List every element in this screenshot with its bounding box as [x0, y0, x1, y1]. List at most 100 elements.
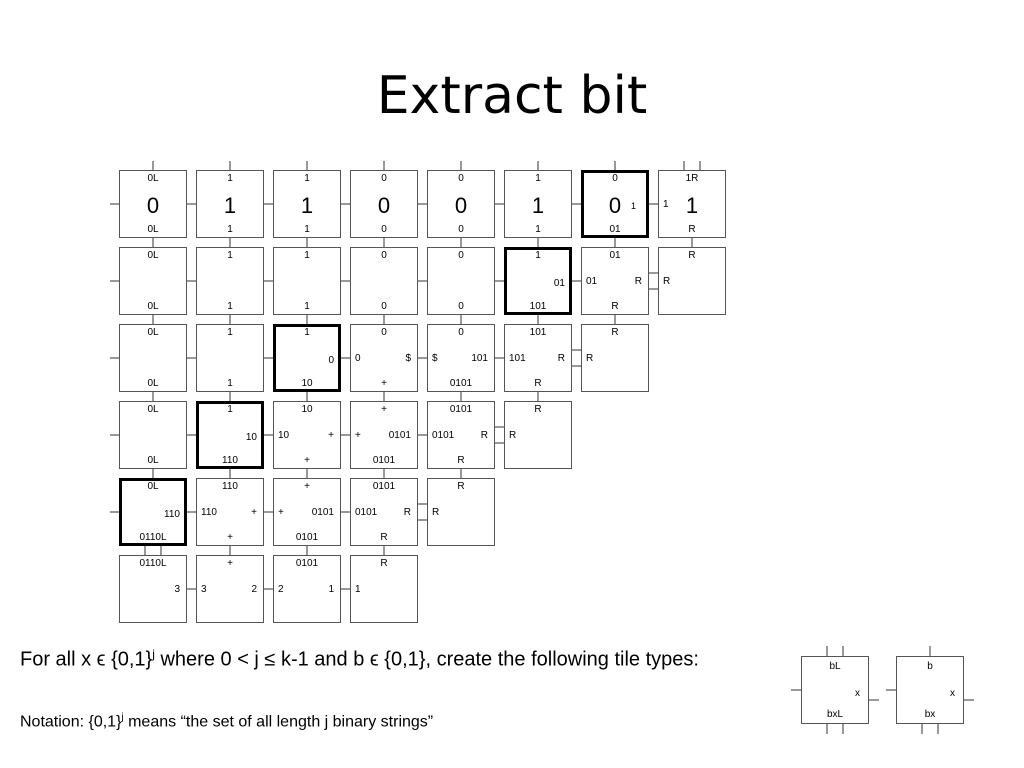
- south-glue-label: 10: [301, 378, 313, 389]
- west-glue-label: 110: [201, 507, 217, 518]
- north-glue-label: 0L: [147, 481, 159, 492]
- north-glue-label: 0L: [147, 327, 159, 338]
- east-glue-label: x: [855, 688, 860, 699]
- north-glue-label: b: [927, 661, 933, 672]
- west-glue-label: 1: [663, 199, 669, 210]
- north-glue-label: R: [611, 327, 619, 338]
- bit-value: 1: [531, 193, 545, 218]
- west-glue-label: 101: [509, 353, 526, 364]
- tile-r2-c3: 0+0$: [350, 324, 418, 392]
- west-glue-label: 10: [278, 430, 290, 441]
- tile-r3-c2: 10 +10 +: [273, 401, 341, 469]
- south-glue-label: 0L: [147, 301, 159, 312]
- notation-sup: j: [121, 712, 124, 723]
- notation-text: Notation: {0,1}j means “the set of all l…: [20, 712, 433, 731]
- south-glue-label: R: [611, 301, 619, 312]
- south-glue-label: 110: [222, 455, 238, 466]
- north-glue-label: 01: [609, 250, 621, 261]
- north-glue-label: 10: [301, 404, 313, 415]
- bit-value: 0: [454, 193, 468, 218]
- south-glue-label: 0: [458, 301, 464, 312]
- south-glue-label: 0110L: [139, 532, 167, 543]
- south-glue-label: 0: [458, 224, 464, 235]
- east-glue-label: +: [251, 507, 257, 518]
- south-glue-label: 0L: [147, 224, 159, 235]
- south-glue-label: bxL: [826, 709, 844, 720]
- east-glue-label: R: [480, 430, 488, 441]
- north-glue-label: 0L: [147, 173, 159, 184]
- north-glue-label: 1: [227, 404, 233, 415]
- east-glue-label: R: [403, 507, 411, 518]
- west-glue-label: 2: [278, 584, 284, 595]
- north-glue-label: 0: [612, 173, 618, 184]
- south-glue-label: R: [380, 532, 388, 543]
- west-glue-label: R: [432, 507, 440, 518]
- east-glue-label: +: [328, 430, 334, 441]
- north-glue-label: bL: [829, 661, 841, 672]
- north-glue-label: 1: [304, 327, 310, 338]
- east-glue-label: 1: [630, 201, 636, 211]
- east-glue-label: R: [634, 276, 642, 287]
- west-glue-label: 0: [355, 353, 361, 364]
- south-glue-label: bx: [924, 709, 936, 720]
- south-glue-label: 0: [381, 224, 387, 235]
- tile-r4-c1: 110+110+: [196, 478, 264, 546]
- east-glue-label: $: [405, 353, 411, 364]
- tile-r3-c1: 1 110 10: [196, 401, 264, 469]
- south-glue-label: 0: [381, 301, 387, 312]
- south-glue-label: 0L: [147, 378, 159, 389]
- bit-value: 1: [223, 193, 237, 218]
- east-glue-label: 101: [471, 353, 488, 364]
- north-glue-label: 1: [227, 250, 233, 261]
- north-glue-label: R: [688, 250, 696, 261]
- south-glue-label: R: [457, 455, 465, 466]
- caption-pre: For all x ϵ {0,1}: [20, 648, 153, 671]
- west-glue-label: 0101: [432, 430, 455, 441]
- south-glue-label: 1: [227, 224, 233, 235]
- caption-post: where 0 < j ≤ k-1 and b ϵ {0,1}, create …: [154, 648, 699, 671]
- south-glue-label: R: [688, 224, 696, 235]
- north-glue-label: +: [227, 558, 233, 569]
- south-glue-label: 101: [529, 301, 547, 312]
- tile-r2-c0: 0L 0L: [119, 324, 187, 392]
- south-glue-label: 0101: [449, 378, 473, 389]
- west-glue-label: 0101: [355, 507, 378, 518]
- south-glue-label: 1: [227, 378, 233, 389]
- east-glue-label: 2: [251, 584, 257, 595]
- north-glue-label: 0: [458, 327, 464, 338]
- north-glue-label: 0: [458, 173, 464, 184]
- east-glue-label: 0101: [388, 430, 411, 441]
- north-glue-label: R: [380, 558, 388, 569]
- north-glue-label: 101: [529, 327, 547, 338]
- south-glue-label: +: [227, 532, 233, 543]
- west-glue-label: R: [509, 430, 517, 441]
- north-glue-label: 0110L: [139, 558, 167, 569]
- west-glue-label: $: [432, 353, 438, 364]
- south-glue-label: 1: [535, 224, 541, 235]
- west-glue-label: R: [663, 276, 671, 287]
- north-glue-label: 0L: [147, 404, 159, 415]
- south-glue-label: 0101: [372, 455, 396, 466]
- east-glue-label: 10: [245, 432, 257, 443]
- south-glue-label: +: [304, 455, 310, 466]
